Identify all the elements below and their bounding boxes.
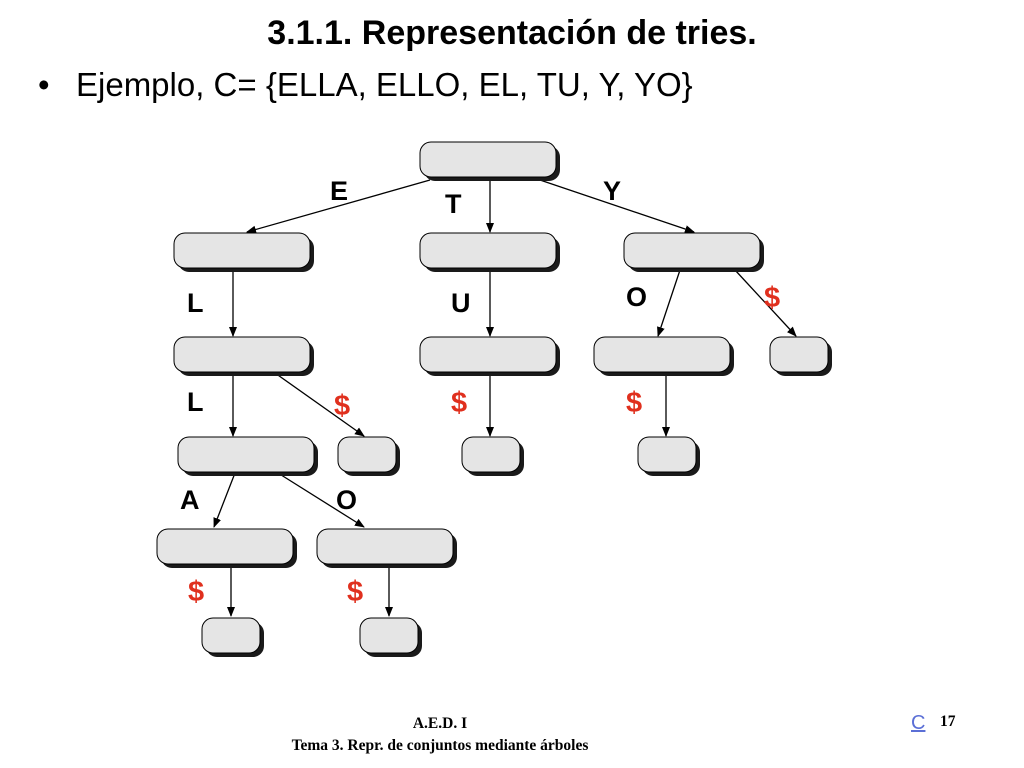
footer-course: A.E.D. I xyxy=(412,715,468,732)
edge-label-ello-end: $ xyxy=(347,576,363,608)
edge-label-tu-end: $ xyxy=(451,387,467,419)
node-ella xyxy=(156,528,297,568)
trie-edges xyxy=(213,179,797,617)
edge-label-tu: U xyxy=(451,288,471,318)
trie-nodes xyxy=(156,141,832,657)
edge-label-ello: O xyxy=(336,485,357,515)
edge-label-el: L xyxy=(187,288,204,318)
copyright-link[interactable]: C xyxy=(911,712,926,734)
node-root xyxy=(419,141,560,181)
trie-edge-labels: E T Y L U O $ L $ $ $ A O $ $ xyxy=(180,176,780,608)
node-e xyxy=(173,232,314,272)
edge-y-o xyxy=(657,269,681,337)
edge-label-yo: O xyxy=(626,282,647,312)
edge-label-ella: A xyxy=(180,485,200,515)
page-number: 17 xyxy=(940,713,956,730)
edge-y-end xyxy=(734,269,797,337)
edge-label-ell: L xyxy=(187,387,204,417)
edge-label-el-end: $ xyxy=(334,390,350,422)
footer-subtitle: Tema 3. Repr. de conjuntos mediante árbo… xyxy=(291,737,589,754)
edge-label-yo-end: $ xyxy=(626,387,642,419)
edge-root-y xyxy=(539,179,695,233)
node-t xyxy=(419,232,560,272)
node-tu xyxy=(419,336,560,376)
bullet-item: • Ejemplo, C= {ELLA, ELLO, EL, TU, Y, YO} xyxy=(38,66,693,104)
bullet-text: Ejemplo, C= {ELLA, ELLO, EL, TU, Y, YO} xyxy=(76,66,693,103)
node-yo-end xyxy=(637,436,700,476)
slide-title: 3.1.1. Representación de tries. xyxy=(267,14,757,52)
node-ello-end xyxy=(359,617,422,657)
bullet-symbol: • xyxy=(38,66,50,103)
edge-label-y-end: $ xyxy=(764,282,780,314)
edge-label-e: E xyxy=(330,176,348,206)
edge-label-t: T xyxy=(445,189,462,219)
node-ell xyxy=(177,436,318,476)
edge-ell-a xyxy=(213,472,236,528)
slide-footer: A.E.D. I Tema 3. Repr. de conjuntos medi… xyxy=(200,713,680,757)
node-ello xyxy=(316,528,457,568)
edge-root-e xyxy=(246,179,431,234)
edge-label-ella-end: $ xyxy=(188,576,204,608)
node-el xyxy=(173,336,314,376)
node-y xyxy=(623,232,764,272)
edge-label-y: Y xyxy=(603,176,621,206)
node-y-end xyxy=(769,336,832,376)
edge-ell-o xyxy=(277,472,365,528)
node-tu-end xyxy=(461,436,524,476)
node-yo xyxy=(593,336,734,376)
node-ella-end xyxy=(201,617,264,657)
node-el-end xyxy=(337,436,400,476)
edge-el-end xyxy=(274,372,365,437)
